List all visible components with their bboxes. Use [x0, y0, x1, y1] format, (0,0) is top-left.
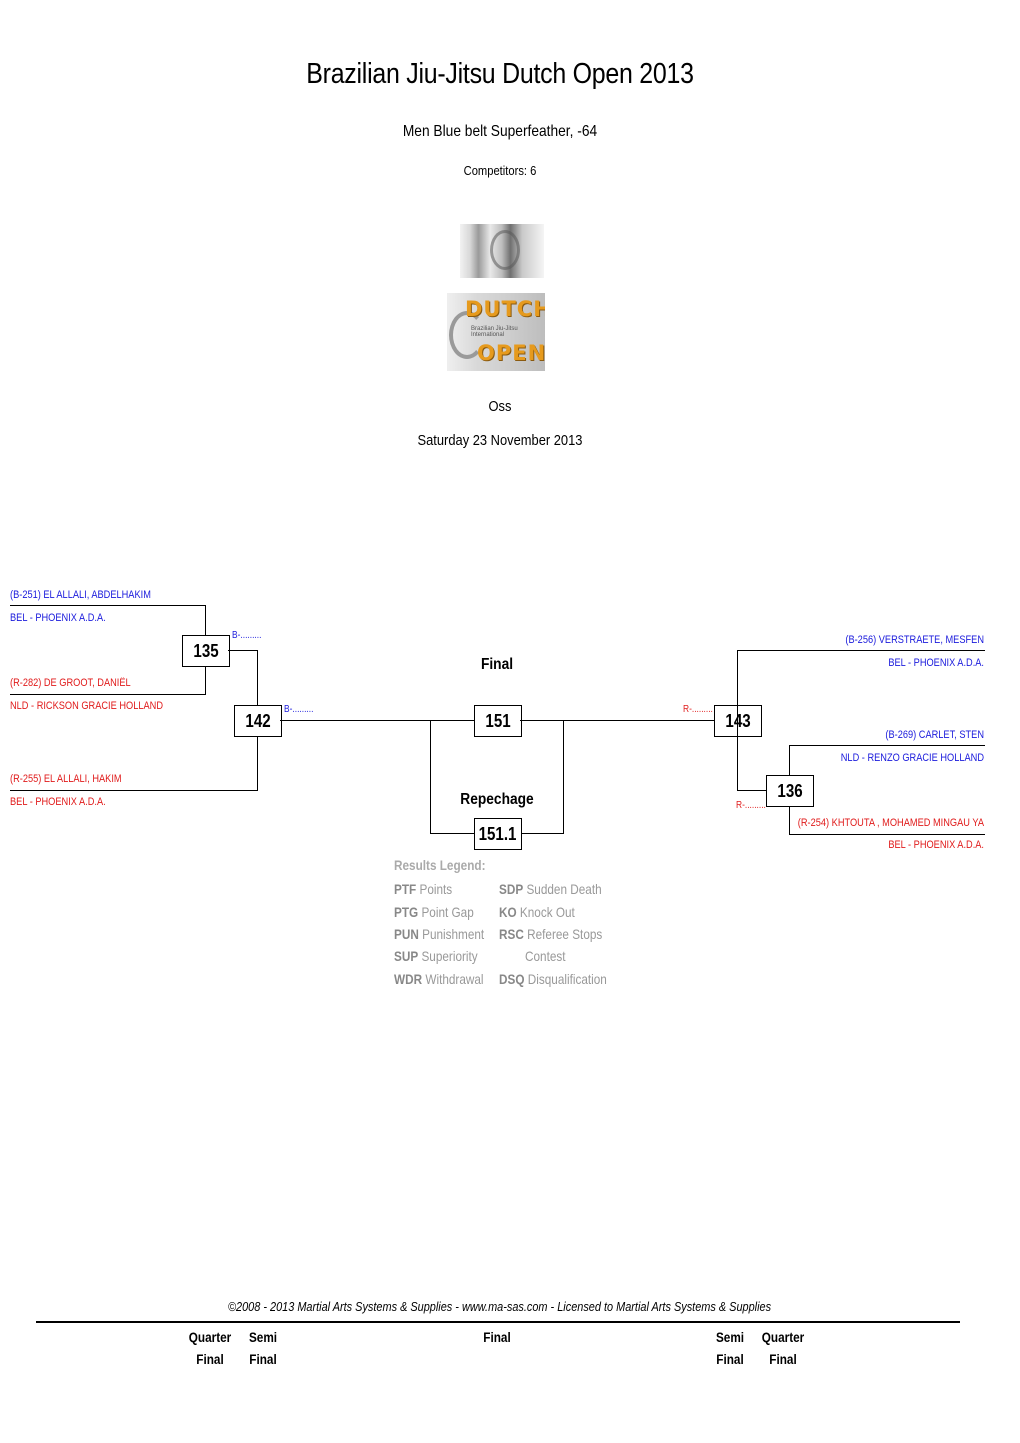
bracket-line: [737, 650, 985, 651]
col-quarter-left-2: Final: [196, 1351, 224, 1367]
legend-item: PTF Points: [394, 881, 453, 897]
right-competitor-1-name: (B-256) VERSTRAETE, MESFEN: [845, 634, 984, 646]
left-competitor-1-name: (B-251) EL ALLALI, ABDELHAKIM: [10, 589, 151, 601]
logo-word-open: OPEN: [477, 341, 545, 365]
bracket-line: [789, 745, 985, 746]
left-competitor-2-club: NLD - RICKSON GRACIE HOLLAND: [10, 700, 164, 712]
bracket-line: [10, 790, 258, 791]
copyright-footer: ©2008 - 2013 Martial Arts Systems & Supp…: [227, 1299, 772, 1314]
match-136-result: R-.........: [736, 800, 766, 811]
match-151-box: 151: [474, 705, 522, 737]
match-142-box: 142: [234, 705, 282, 737]
competitors-count: Competitors: 6: [463, 163, 537, 178]
bracket-line: [430, 833, 474, 834]
bracket-line: [228, 650, 258, 651]
col-final: Final: [483, 1329, 511, 1345]
match-136-box: 136: [766, 775, 814, 807]
match-135-box: 135: [182, 635, 230, 667]
left-competitor-3-club: BEL - PHOENIX A.D.A.: [10, 796, 106, 808]
col-semi-left-2: Final: [249, 1351, 277, 1367]
final-label: Final: [480, 656, 514, 673]
event-photo-logo: [460, 224, 544, 278]
event-date: Saturday 23 November 2013: [417, 432, 583, 449]
legend-item: PTG Point Gap: [394, 904, 474, 920]
col-semi-right-1: Semi: [715, 1329, 745, 1345]
col-semi-left-1: Semi: [248, 1329, 278, 1345]
col-quarter-right-1: Quarter: [761, 1329, 805, 1345]
legend-title: Results Legend:: [394, 857, 486, 873]
bracket-line: [789, 834, 985, 835]
match-143-result: R-.........: [683, 704, 713, 715]
col-quarter-left-1: Quarter: [188, 1329, 232, 1345]
match-142-result: B-.........: [284, 704, 314, 715]
bracket-line: [563, 720, 564, 833]
right-competitor-3-club: BEL - PHOENIX A.D.A.: [888, 839, 984, 851]
bracket-line: [280, 720, 474, 721]
logo-word-dutch: DUTCH: [465, 297, 545, 321]
left-competitor-3-name: (R-255) EL ALLALI, HAKIM: [10, 773, 122, 785]
event-place: Oss: [488, 398, 512, 415]
legend-item: KO Knock Out: [499, 904, 575, 920]
category-subtitle: Men Blue belt Superfeather, -64: [402, 123, 598, 140]
left-competitor-1-club: BEL - PHOENIX A.D.A.: [10, 612, 106, 624]
legend-item: SDP Sudden Death: [499, 881, 602, 897]
legend-item: Contest: [525, 948, 566, 964]
right-competitor-3-name: (R-254) KHTOUTA , MOHAMED MINGAU YA: [797, 817, 984, 829]
left-competitor-2-name: (R-282) DE GROOT, DANIËL: [10, 677, 131, 689]
legend-item: WDR Withdrawal: [394, 971, 484, 987]
right-competitor-1-club: BEL - PHOENIX A.D.A.: [888, 657, 984, 669]
bracket-line: [520, 720, 714, 721]
bracket-line: [520, 833, 564, 834]
legend-item: PUN Punishment: [394, 926, 485, 942]
col-quarter-right-2: Final: [769, 1351, 797, 1367]
bracket-line: [737, 650, 738, 791]
col-semi-right-2: Final: [716, 1351, 744, 1367]
right-competitor-2-club: NLD - RENZO GRACIE HOLLAND: [840, 752, 984, 764]
match-135-result: B-.........: [232, 630, 262, 641]
right-competitor-2-name: (B-269) CARLET, STEN: [885, 729, 984, 741]
footer-rule: [36, 1321, 960, 1323]
repechage-label: Repechage: [460, 791, 534, 808]
dutch-open-logo: DUTCH Brazilian Jiu-Jitsu International …: [447, 293, 545, 371]
logo-small-text: Brazilian Jiu-Jitsu International: [471, 326, 518, 338]
bracket-line: [10, 694, 206, 695]
bracket-line: [737, 790, 767, 791]
page-title: Brazilian Jiu-Jitsu Dutch Open 2013: [306, 58, 694, 90]
legend-item: RSC Referee Stops: [499, 926, 603, 942]
legend-item: DSQ Disqualification: [499, 971, 607, 987]
match-151-1-box: 151.1: [474, 818, 522, 850]
legend-item: SUP Superiority: [394, 948, 478, 964]
bracket-line: [430, 720, 431, 833]
bracket-line: [10, 605, 206, 606]
